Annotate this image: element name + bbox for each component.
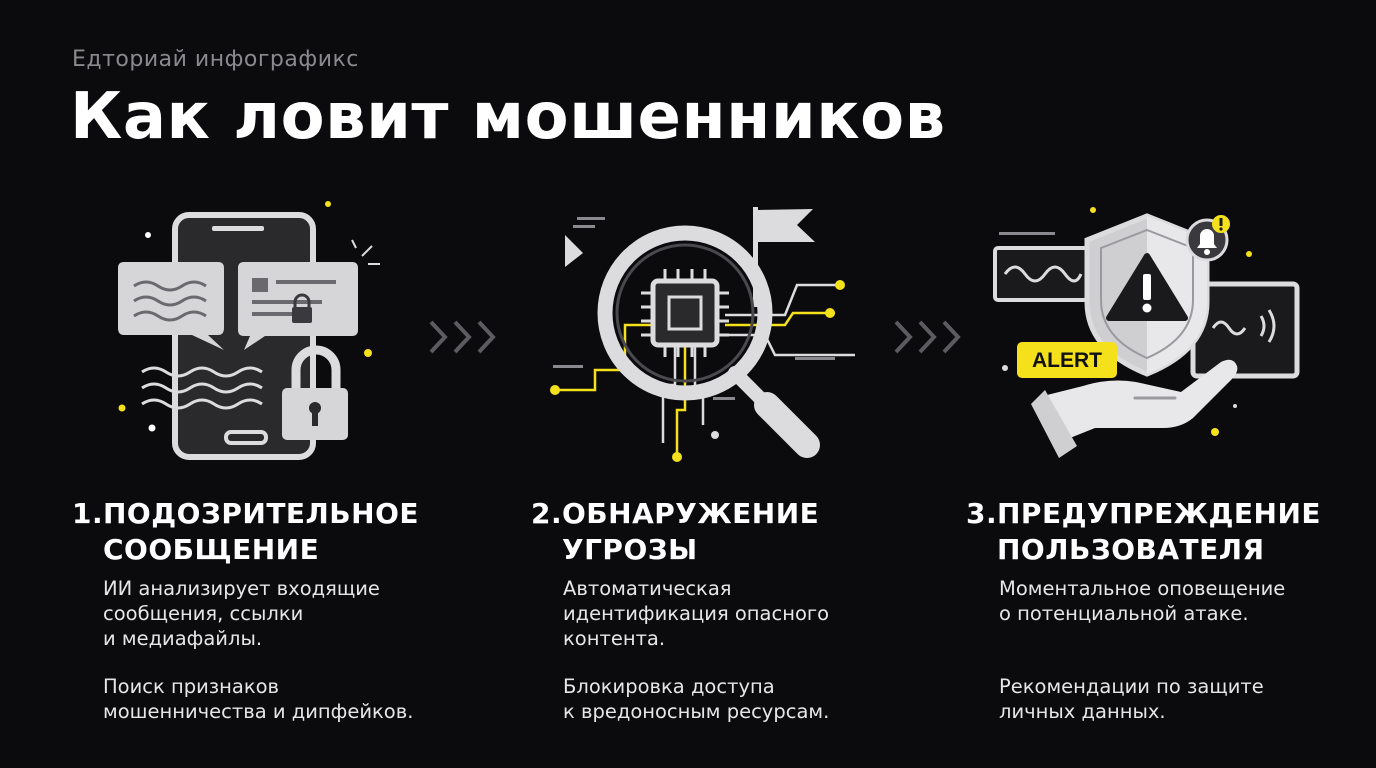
step-3-desc-2: Рекомендации по защите личных данных. (999, 675, 1264, 723)
step-2-illustration (550, 207, 855, 462)
page-title: Как ловит мошенников (70, 80, 946, 154)
chevron-right-icon (429, 320, 496, 354)
padlock-icon (282, 345, 348, 440)
chat-bubble-icon (118, 262, 224, 350)
bell-icon (1185, 215, 1230, 262)
step-2-desc-2: Блокировка доступа к вредоносным ресурса… (563, 675, 830, 723)
step-1-title: 1.ПОДОЗРИТЕЛЬНОЕ СООБЩЕНИЕ (72, 496, 419, 568)
warning-icon (1106, 253, 1188, 321)
magnifier-icon (597, 225, 820, 458)
step-1-title-line2: СООБЩЕНИЕ (103, 533, 320, 566)
step-2-title: 2.ОБНАРУЖЕНИЕ УГРОЗЫ (531, 496, 819, 568)
alert-badge-text: ALERT (1032, 349, 1102, 372)
step-3-title-line1: ПРЕДУПРЕЖДЕНИЕ (997, 497, 1322, 530)
flag-icon (753, 207, 815, 307)
step-1-number: 1. (72, 497, 104, 530)
left-monitor-panel (993, 232, 1089, 302)
chat-bubble-lock-icon (238, 262, 358, 350)
step-2-number: 2. (531, 497, 563, 530)
step-3-title: 3.ПРЕДУПРЕЖДЕНИЕ ПОЛЬЗОВАТЕЛЯ (966, 496, 1321, 568)
step-1-illustration (118, 201, 380, 460)
step-2-title-line1: ОБНАРУЖЕНИЕ (562, 497, 820, 530)
chevron-right-icon (894, 320, 961, 354)
step-3-number: 3. (966, 497, 998, 530)
eyebrow-label: Едториай инфографикс (72, 47, 359, 72)
step-3-illustration: ALERT (993, 207, 1300, 458)
hand-icon (1031, 359, 1238, 458)
step-2-desc-1: Автоматическая идентификация опасного ко… (563, 577, 830, 650)
step-3-desc-1: Моментальное оповещение о потенциальной … (999, 577, 1286, 625)
step-1-desc-1: ИИ анализирует входящие сообщения, ссылк… (103, 577, 380, 650)
step-3-title-line2: ПОЛЬЗОВАТЕЛЯ (997, 533, 1265, 566)
step-2-title-line2: УГРОЗЫ (562, 533, 698, 566)
step-1-title-line1: ПОДОЗРИТЕЛЬНОЕ (103, 497, 420, 530)
step-1-desc-2: Поиск признаков мошенничества и дипфейко… (103, 675, 414, 723)
chip-icon (641, 269, 729, 357)
